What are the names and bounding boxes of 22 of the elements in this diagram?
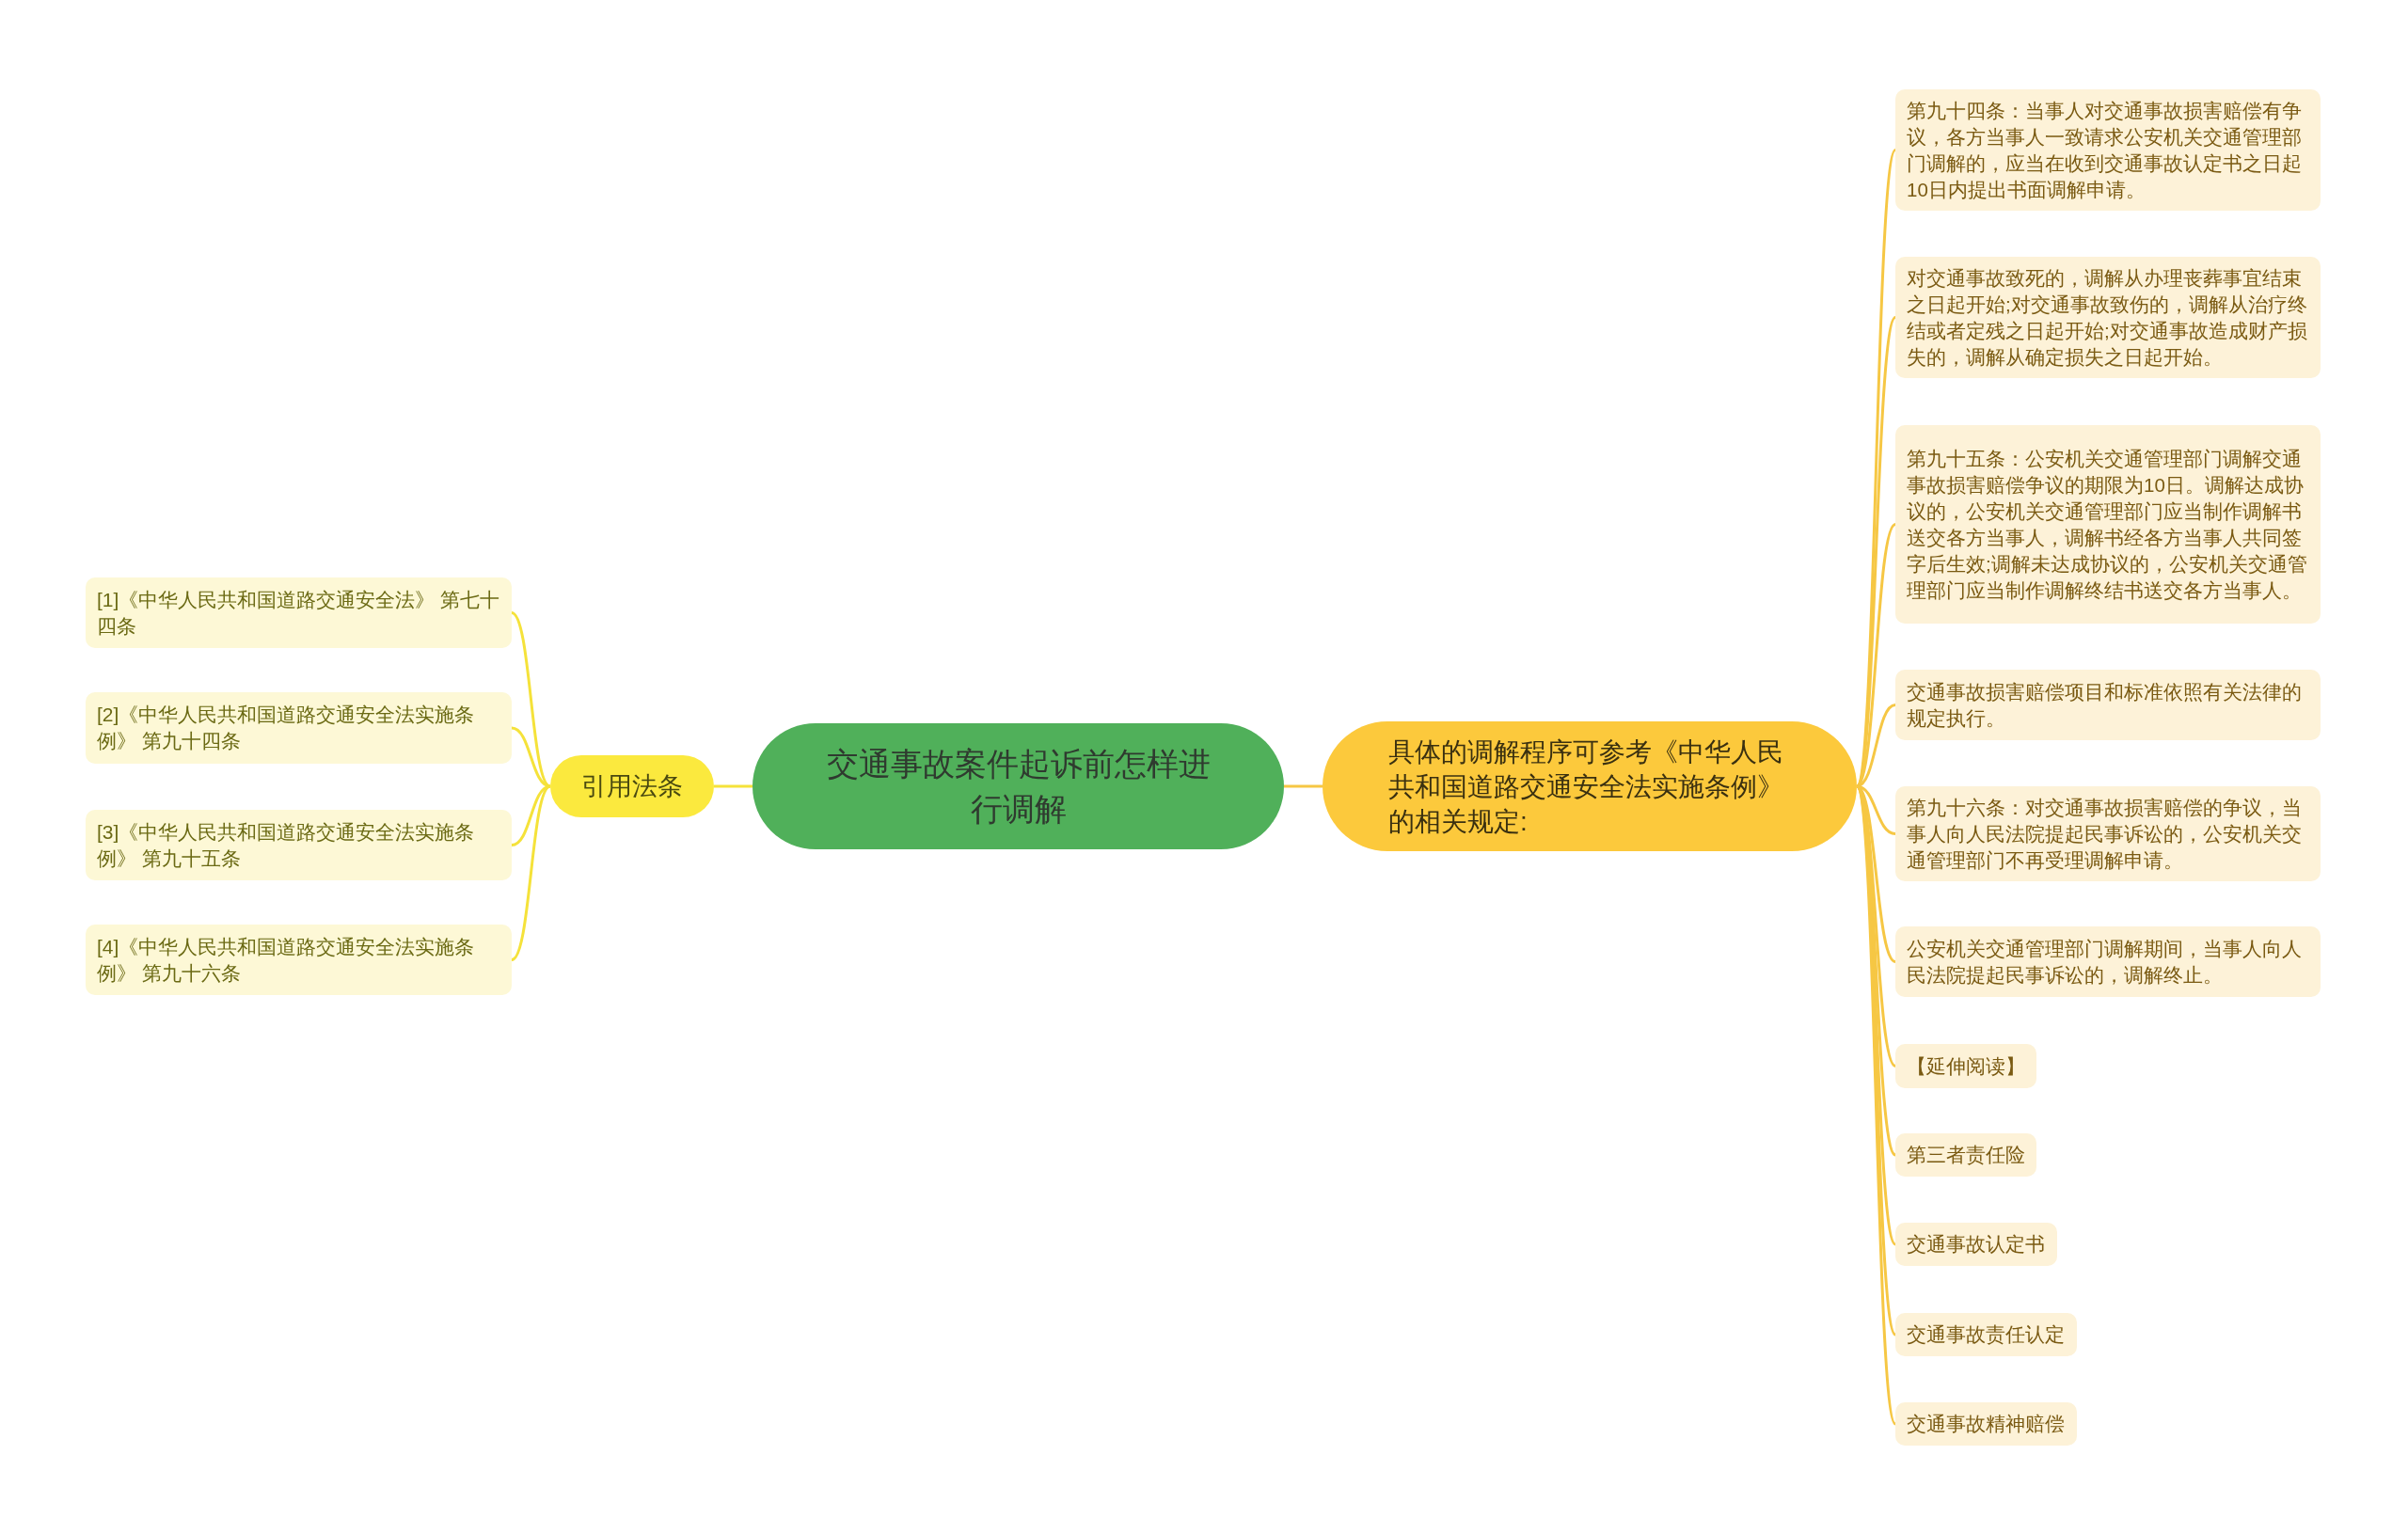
leaf-topic: 第九十六条：对交通事故损害赔偿的争议，当事人向人民法院提起民事诉讼的，公安机关交通管理部门不再受理调解申请。: [1895, 786, 2321, 881]
leaf-topic: [2]《中华人民共和国道路交通安全法实施条例》 第九十四条: [86, 692, 512, 764]
leaf-topic: 【延伸阅读】: [1895, 1044, 2036, 1088]
leaf-topic: 第九十五条：公安机关交通管理部门调解交通事故损害赔偿争议的期限为10日。调解达成协议的，公安机关交通管理部门应当制作调解书送交各方当事人，调解书经各方当事人共同签字后生效;调解未达成协议的，公安机关交通管理部门应当制作调解终结书送交各方当事人。: [1895, 425, 2321, 624]
branch-topic: 具体的调解程序可参考《中华人民共和国道路交通安全法实施条例》的相关规定:: [1323, 721, 1857, 851]
leaf-topic: 公安机关交通管理部门调解期间，当事人向人民法院提起民事诉讼的，调解终止。: [1895, 926, 2321, 997]
leaf-topic: [4]《中华人民共和国道路交通安全法实施条例》 第九十六条: [86, 925, 512, 995]
connector: [511, 726, 551, 788]
connector: [1284, 784, 1323, 788]
connector: [511, 784, 551, 961]
leaf-topic: 交通事故认定书: [1895, 1223, 2057, 1266]
leaf-topic: 交通事故损害赔偿项目和标准依照有关法律的规定执行。: [1895, 670, 2321, 740]
branch-topic: 引用法条: [550, 755, 714, 817]
leaf-topic: 第九十四条：当事人对交通事故损害赔偿有争议，各方当事人一致请求公安机关交通管理部门调解的，应当在收到交通事故认定书之日起10日内提出书面调解申请。: [1895, 89, 2321, 211]
connector: [714, 784, 752, 788]
leaf-topic: 第三者责任险: [1895, 1133, 2036, 1177]
leaf-topic: [1]《中华人民共和国道路交通安全法》 第七十四条: [86, 577, 512, 648]
leaf-topic: 对交通事故致死的，调解从办理丧葬事宜结束之日起开始;对交通事故致伤的，调解从治疗终结或者定残之日起开始;对交通事故造成财产损失的，调解从确定损失之日起开始。: [1895, 257, 2321, 378]
leaf-topic: [3]《中华人民共和国道路交通安全法实施条例》 第九十五条: [86, 810, 512, 880]
root-topic: 交通事故案件起诉前怎样进行调解: [752, 723, 1284, 849]
leaf-topic: 交通事故责任认定: [1895, 1313, 2077, 1356]
leaf-topic: 交通事故精神赔偿: [1895, 1402, 2077, 1446]
